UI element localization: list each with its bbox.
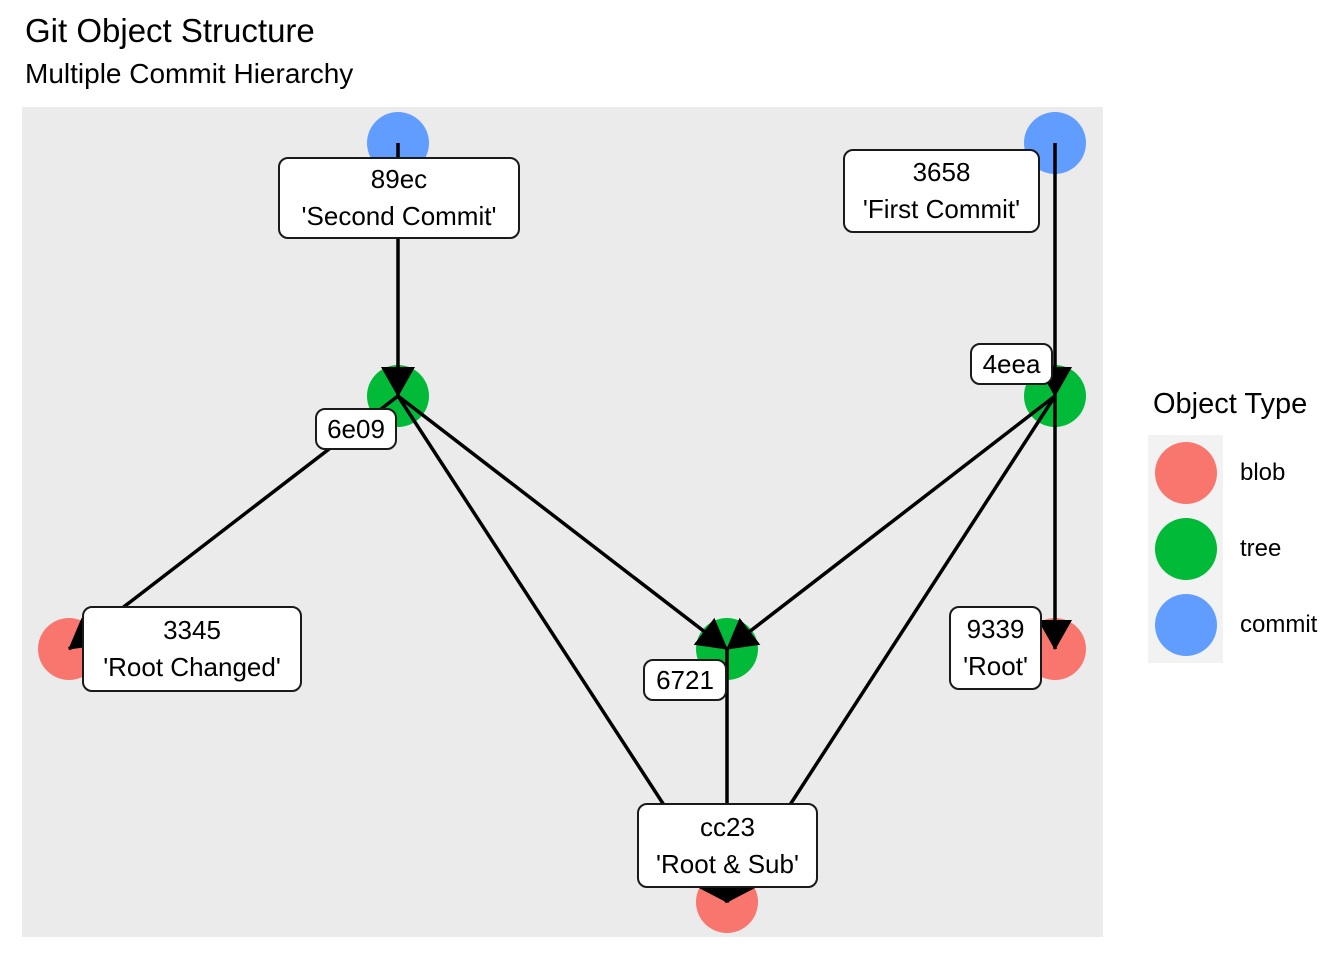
legend-title: Object Type (1153, 388, 1308, 420)
node-label-6e09: 6e09 (315, 408, 397, 450)
legend-item-blob: blob (1148, 435, 1317, 511)
node-label-line: 9339 (966, 614, 1025, 644)
node-label-line: 'Root' (963, 651, 1028, 681)
legend-swatch-tree-icon (1154, 518, 1217, 580)
edge-4eea-6721 (725, 394, 1057, 651)
legend: Object Type blob tree commit (1148, 388, 1317, 663)
node-label-line: 4eea (982, 348, 1041, 379)
legend-key-tree (1148, 511, 1223, 587)
node-label-line: 89ec (370, 164, 428, 194)
legend-key-commit (1148, 587, 1223, 663)
node-label-line: 'Second Commit' (301, 201, 497, 231)
legend-key-blob (1148, 435, 1223, 511)
node-label-line: 6e09 (327, 413, 385, 444)
legend-swatch-commit-icon (1154, 594, 1217, 656)
node-label-3345: 3345 'Root Changed' (82, 606, 302, 692)
legend-item-tree: tree (1148, 511, 1317, 587)
edges-layer (67, 143, 1072, 903)
edge-6e09-6721 (396, 394, 729, 651)
legend-item-commit: commit (1148, 587, 1317, 663)
plot-subtitle: Multiple Commit Hierarchy (25, 58, 354, 89)
node-label-line: 'Root & Sub' (656, 848, 799, 879)
node-label-6721: 6721 (643, 659, 727, 701)
legend-swatch-blob-icon (1154, 442, 1217, 504)
node-label-cc23: cc23 'Root & Sub' (637, 803, 818, 888)
node-label-line: 6721 (656, 664, 714, 695)
node-label-line: 'Root Changed' (103, 652, 281, 682)
legend-label-commit: commit (1240, 611, 1318, 638)
plot-title: Git Object Structure (25, 12, 315, 49)
node-label-9339: 9339 'Root' (949, 606, 1042, 690)
node-label-4eea: 4eea (970, 343, 1053, 385)
legend-label-blob: blob (1240, 459, 1286, 486)
legend-label-tree: tree (1240, 535, 1282, 562)
node-label-line: 3345 (163, 615, 221, 645)
node-label-line: cc23 (700, 811, 755, 842)
node-label-89ec: 89ec 'Second Commit' (278, 157, 520, 239)
node-label-line: 'First Commit' (862, 194, 1021, 224)
node-label-line: 3658 (912, 157, 971, 187)
legend-keys: blob tree commit (1148, 435, 1317, 663)
node-label-3658: 3658 'First Commit' (843, 149, 1040, 233)
